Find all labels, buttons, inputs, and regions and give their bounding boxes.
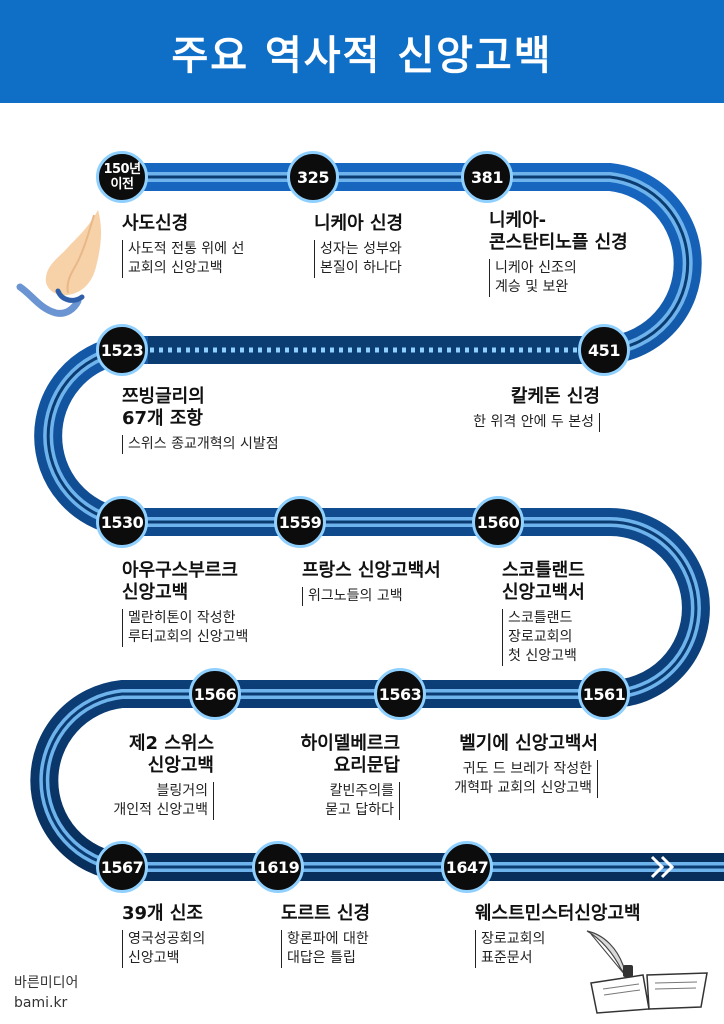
creed-title: 니케아- 콘스탄티노플 신경 xyxy=(489,210,628,253)
creed-second-helvetic: 제2 스위스 신앙고백 블링거의 개인적 신앙고백 xyxy=(80,733,214,820)
node-1567: 1567 xyxy=(96,841,148,893)
creed-title: 프랑스 신앙고백서 xyxy=(302,560,441,581)
creed-nicene: 니케아 신경 성자는 성부와 본질이 하나다 xyxy=(314,213,454,278)
creed-title: 니케아 신경 xyxy=(314,213,404,234)
creed-belgic: 벨기에 신앙고백서 귀도 드 브레가 작성한 개혁파 교회의 신앙고백 xyxy=(418,733,598,798)
creed-scots: 스코틀랜드 신앙고백서 스코틀랜드 장로교회의 첫 신앙고백 xyxy=(502,560,622,666)
arrow-icon xyxy=(660,855,675,879)
creed-title: 쯔빙글리의 67개 조항 xyxy=(122,386,205,429)
creed-desc: 사도적 전통 위에 선 교회의 신앙고백 xyxy=(122,240,292,278)
creed-title: 웨스트민스터신앙고백 xyxy=(475,903,641,924)
node-pre150: 150년 이전 xyxy=(96,151,148,203)
creed-desc: 위그노들의 고백 xyxy=(302,587,482,606)
creed-desc: 영국성공회의 신앙고백 xyxy=(122,930,252,968)
creed-title: 벨기에 신앙고백서 xyxy=(459,733,598,754)
node-1530: 1530 xyxy=(96,496,148,548)
creed-augsburg: 아우구스부르크 신앙고백 멜란히톤이 작성한 루터교회의 신앙고백 xyxy=(122,560,292,647)
creed-title: 사도신경 xyxy=(122,213,189,234)
node-1563: 1563 xyxy=(374,668,426,720)
creed-desc: 멜란히톤이 작성한 루터교회의 신앙고백 xyxy=(122,609,292,647)
creed-title: 하이델베르크 요리문답 xyxy=(300,733,400,776)
node-1560: 1560 xyxy=(472,496,524,548)
node-1619: 1619 xyxy=(252,841,304,893)
creed-heidelberg: 하이델베르크 요리문답 칼빈주의를 묻고 답하다 xyxy=(260,733,400,820)
creed-dort: 도르트 신경 항론파에 대한 대답은 틀립 xyxy=(281,903,421,968)
road-center-line xyxy=(42,348,724,869)
praying-hands-icon xyxy=(16,210,102,317)
node-381: 381 xyxy=(461,151,513,203)
creed-zwingli: 쯔빙글리의 67개 조항 스위스 종교개혁의 시발점 xyxy=(122,386,342,454)
creed-title: 아우구스부르크 신앙고백 xyxy=(122,560,238,603)
node-1523: 1523 xyxy=(96,324,148,376)
creed-desc: 성자는 성부와 본질이 하나다 xyxy=(314,240,454,278)
creed-apostles: 사도신경 사도적 전통 위에 선 교회의 신앙고백 xyxy=(122,213,292,278)
creed-desc: 니케아 신조의 계승 및 보완 xyxy=(489,259,659,297)
node-1566: 1566 xyxy=(189,668,241,720)
creed-title: 도르트 신경 xyxy=(281,903,371,924)
arrow-icon xyxy=(650,855,665,879)
creed-desc: 항론파에 대한 대답은 틀립 xyxy=(281,930,421,968)
brand-footer: 바른미디어 bami.kr xyxy=(14,973,78,1013)
book-quill-icon xyxy=(586,930,708,1014)
node-325: 325 xyxy=(287,151,339,203)
creed-french: 프랑스 신앙고백서 위그노들의 고백 xyxy=(302,560,482,606)
creed-desc: 칼빈주의를 묻고 답하다 xyxy=(260,782,400,820)
creed-desc: 귀도 드 브레가 작성한 개혁파 교회의 신앙고백 xyxy=(418,760,598,798)
creed-chalcedon: 칼케돈 신경 한 위격 안에 두 본성 xyxy=(430,386,600,432)
title-banner: 주요 역사적 신앙고백 xyxy=(0,0,724,103)
creed-constantinople: 니케아- 콘스탄티노플 신경 니케아 신조의 계승 및 보완 xyxy=(489,210,659,297)
creed-title: 제2 스위스 신앙고백 xyxy=(128,733,214,776)
creed-title: 칼케돈 신경 xyxy=(510,386,600,407)
creed-title: 39개 신조 xyxy=(122,903,203,924)
creed-desc: 장로교회의 표준문서 xyxy=(475,930,705,968)
creed-desc: 스코틀랜드 장로교회의 첫 신앙고백 xyxy=(502,609,622,666)
page-title: 주요 역사적 신앙고백 xyxy=(171,32,553,79)
creed-desc: 한 위격 안에 두 본성 xyxy=(430,413,600,432)
node-1647: 1647 xyxy=(441,841,493,893)
creed-desc: 스위스 종교개혁의 시발점 xyxy=(122,435,342,454)
creed-desc: 블링거의 개인적 신앙고백 xyxy=(80,782,214,820)
creed-39-articles: 39개 신조 영국성공회의 신앙고백 xyxy=(122,903,252,968)
brand-url: bami.kr xyxy=(14,995,68,1011)
brand-name: 바른미디어 xyxy=(14,975,79,991)
road-center-line xyxy=(122,175,690,352)
creed-westminster: 웨스트민스터신앙고백 장로교회의 표준문서 xyxy=(475,903,705,968)
node-1559: 1559 xyxy=(274,496,326,548)
creed-title: 스코틀랜드 신앙고백서 xyxy=(502,560,585,603)
node-451: 451 xyxy=(578,324,630,376)
node-1561: 1561 xyxy=(578,668,630,720)
